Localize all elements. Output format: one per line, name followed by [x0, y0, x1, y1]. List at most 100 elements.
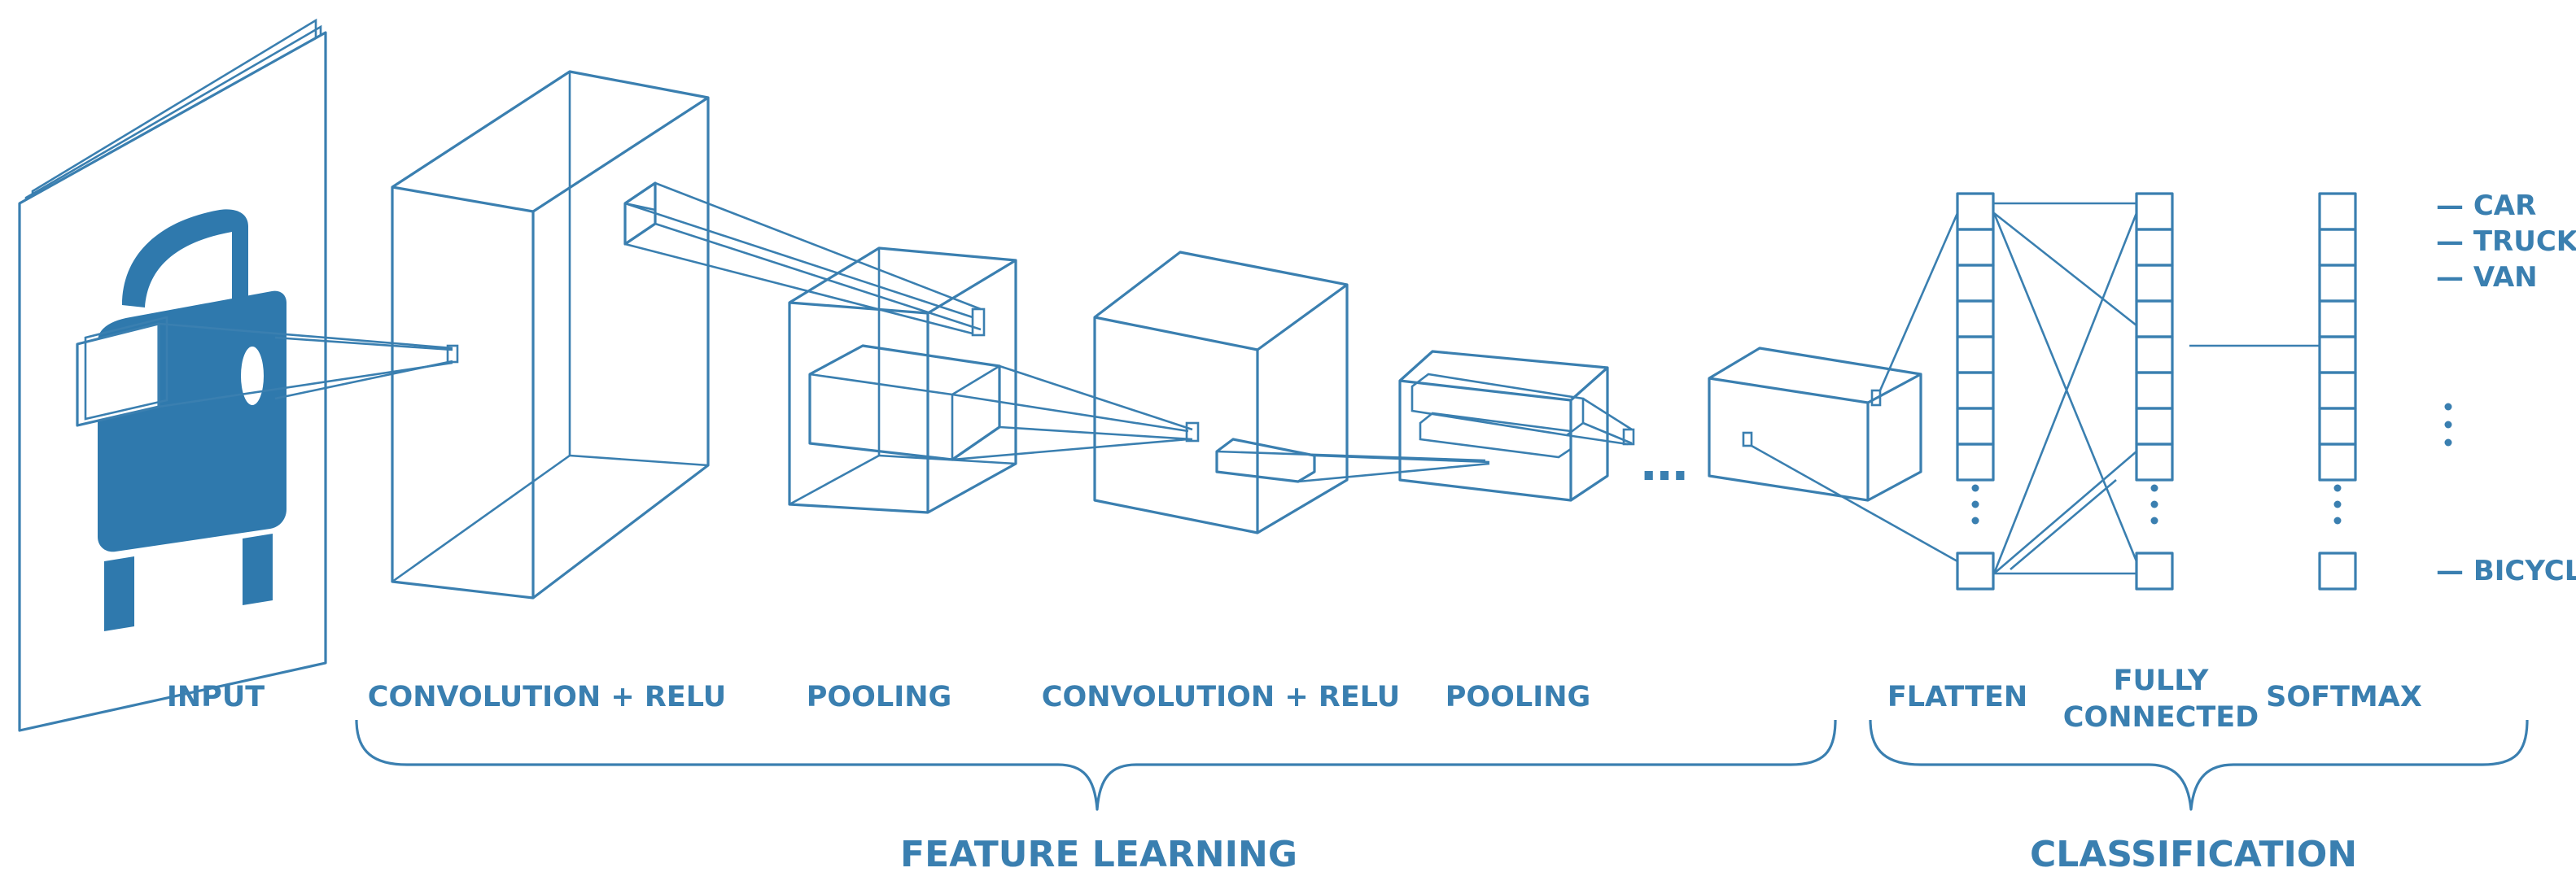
fc-conn-7 — [2010, 479, 2117, 570]
conv2-proj-2 — [1297, 462, 1490, 483]
label-flatten: FLATTEN — [1887, 681, 2027, 713]
label-fully: FULLY — [2114, 665, 2209, 697]
pool1-inner-prism — [808, 344, 1001, 461]
class-label-bicycle: — BICYCLE — [2436, 555, 2576, 587]
flatten-column — [1956, 192, 1995, 591]
softmax-ellipsis-dot — [2333, 500, 2342, 508]
fc-neuron — [2135, 299, 2174, 338]
conv1-target-cell — [446, 344, 459, 364]
pool1-hidden-c — [789, 454, 880, 506]
fc-conn-2 — [1992, 212, 2138, 562]
final-cell-top — [1870, 389, 1882, 407]
fc-neuron — [2135, 228, 2174, 267]
pool1-inner-edge-b — [951, 364, 1000, 396]
conv2-volume — [1093, 251, 1490, 534]
label-connected: CONNECTED — [2063, 701, 2259, 734]
flatten-neuron — [1956, 407, 1995, 446]
pool2-outline — [1398, 350, 1609, 502]
softmax-neuron — [2318, 264, 2357, 303]
conv2-edge-a — [1094, 316, 1258, 351]
conv1-rf-line-4 — [624, 242, 973, 335]
car-icon — [76, 209, 459, 631]
final-to-flatten-top — [1878, 212, 1959, 391]
pool2-inner-prism-bottom — [1419, 412, 1572, 459]
group-label-classification: CLASSIFICATION — [2030, 834, 2357, 875]
car-wheel-left — [104, 556, 134, 631]
conv2-outline — [1093, 251, 1349, 534]
pool2-edge-a — [1399, 379, 1572, 402]
fc-neuron — [2135, 264, 2174, 303]
final-feature-volume — [1708, 212, 1959, 563]
final-outline — [1708, 347, 1922, 502]
conv2-target-cell — [1185, 421, 1200, 443]
flatten-neuron — [1956, 228, 1995, 267]
pool2-proj-1 — [1582, 397, 1633, 431]
group-label-feature-learning: FEATURE LEARNING — [900, 834, 1297, 875]
conv1-hidden-edge-b — [569, 454, 709, 467]
flatten-ellipsis-dot — [1971, 517, 1979, 525]
class-label-truck: — TRUCK — [2436, 225, 2576, 258]
conv1-rf-line-2 — [654, 222, 982, 331]
softmax-neuron — [2318, 443, 2357, 482]
car-wheel-right — [243, 534, 273, 605]
fc-conn-5 — [1993, 451, 2137, 574]
conv2-inner-prism — [1215, 438, 1316, 483]
pool1-proj-3 — [951, 393, 1189, 433]
brace-classification — [1869, 719, 2529, 811]
conv1-rf-line-3 — [624, 202, 973, 319]
fc-neuron — [2135, 443, 2174, 482]
conv1-receptive-front — [623, 181, 657, 246]
fc-neuron-last — [2135, 552, 2174, 591]
layers-ellipsis: … — [1641, 436, 1688, 491]
flatten-neuron — [1956, 264, 1995, 303]
conv1-volume — [391, 70, 986, 600]
softmax-neuron — [2318, 192, 2357, 231]
fc-neuron — [2135, 192, 2174, 231]
pool1-inner-edge-a — [809, 373, 953, 396]
softmax-neuron — [2318, 407, 2357, 446]
softmax-ellipsis-dot — [2333, 517, 2342, 525]
label-pool1: POOLING — [807, 681, 952, 713]
pool1-edge-b — [927, 259, 1017, 315]
class-dot-1 — [2444, 403, 2452, 411]
softmax-column — [2318, 192, 2357, 591]
conv2-proj-3 — [1216, 450, 1486, 462]
conv1-outline — [391, 70, 710, 600]
fully-connected-column — [2135, 192, 2174, 591]
softmax-ellipsis-dot — [2333, 484, 2342, 492]
fc-neuron — [2135, 407, 2174, 446]
final-edge-b — [1867, 373, 1922, 404]
fc-conn-4 — [1992, 212, 2138, 574]
proj-line-4 — [274, 360, 453, 400]
conv1-rf-line-1 — [654, 181, 982, 311]
class-dot-3 — [2444, 438, 2452, 447]
final-to-flatten-bottom — [1751, 444, 1958, 563]
fc-neuron — [2135, 371, 2174, 410]
car-body — [98, 290, 286, 552]
flatten-ellipsis-dot — [1971, 500, 1979, 508]
label-conv2: CONVOLUTION + RELU — [1042, 681, 1400, 713]
softmax-neuron — [2318, 335, 2357, 374]
label-conv1: CONVOLUTION + RELU — [368, 681, 726, 713]
brace-feature-learning — [355, 719, 1837, 811]
softmax-neuron-last — [2318, 552, 2357, 591]
conv1-edge-a — [391, 185, 534, 213]
class-vertical-ellipsis — [2444, 403, 2452, 447]
pool2-target-cell — [1622, 428, 1635, 446]
proj-line-1 — [158, 322, 453, 350]
conv1-edge-b — [532, 96, 709, 213]
softmax-neuron — [2318, 299, 2357, 338]
pool2-inner-prism-top — [1410, 373, 1585, 437]
flatten-ellipsis-dot — [1971, 484, 1979, 492]
flatten-fc-connections — [1992, 202, 2320, 575]
class-label-van: — VAN — [2436, 261, 2538, 294]
pool1-proj-4 — [951, 438, 1189, 461]
flatten-neuron — [1956, 335, 1995, 374]
pool1-edge-a — [789, 301, 929, 315]
car-roof — [122, 209, 248, 309]
pool1-target-cell — [971, 307, 986, 337]
fc-ellipsis-dot — [2150, 517, 2158, 525]
label-pool2: POOLING — [1445, 681, 1591, 713]
pool2-proj-3 — [1566, 434, 1629, 446]
